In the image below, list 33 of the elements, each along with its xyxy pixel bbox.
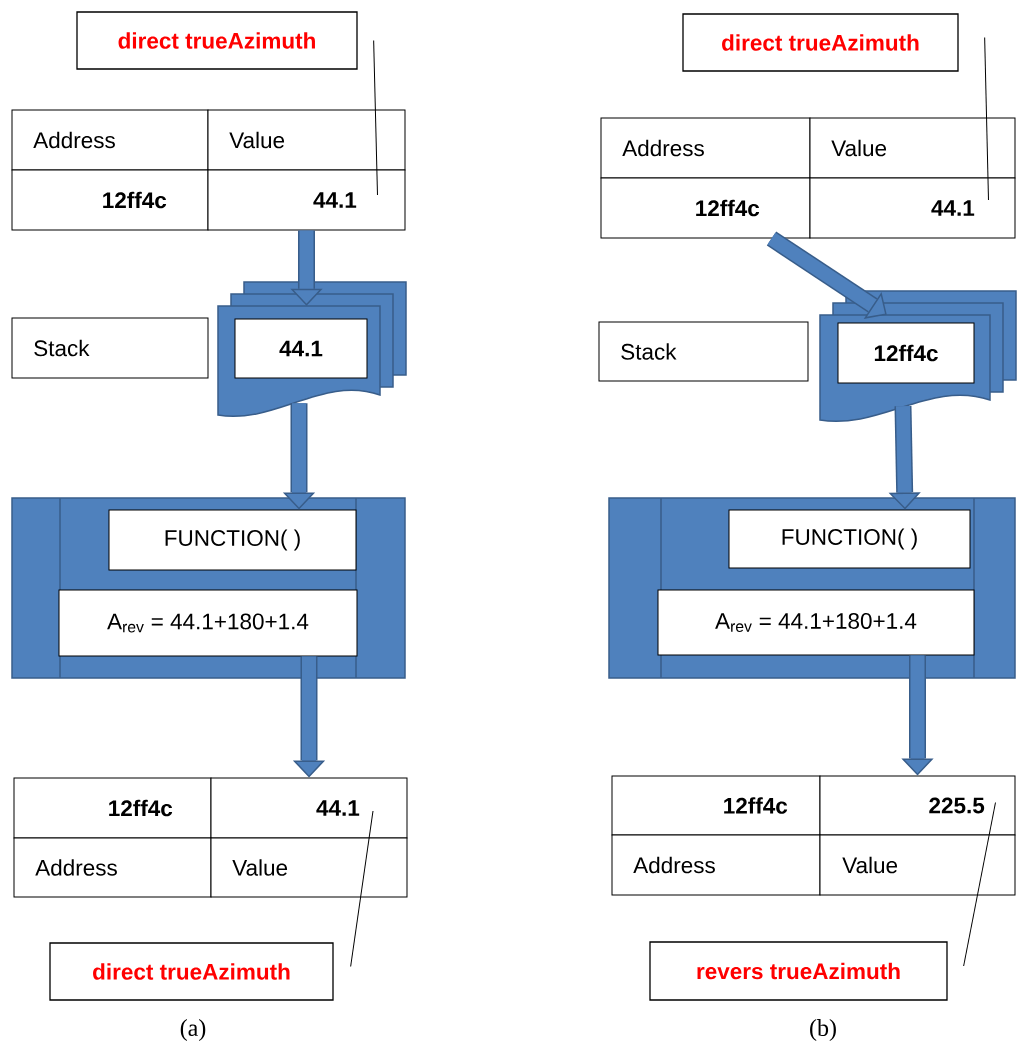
table-cell: Stack bbox=[11, 317, 209, 379]
table-cell: Value bbox=[207, 109, 406, 171]
leader-line bbox=[373, 40, 378, 196]
table-cell: 225.5 bbox=[819, 775, 1016, 836]
table-cell: Value bbox=[210, 837, 408, 898]
table-cell: 12ff4c bbox=[611, 775, 821, 836]
table-cell: Stack bbox=[598, 321, 809, 382]
table-cell: Address bbox=[600, 117, 811, 179]
table-cell: Address bbox=[611, 834, 821, 896]
table-cell: Address bbox=[13, 837, 212, 898]
block-arrow bbox=[766, 231, 887, 319]
table-cell: 12ff4c bbox=[837, 322, 975, 384]
label-box: direct trueAzimuth bbox=[682, 13, 959, 72]
table-cell: A$_{rev}$ = 44.1+180+1.4 bbox=[657, 589, 975, 656]
leader-line bbox=[984, 37, 989, 201]
table-cell: Value bbox=[819, 834, 1016, 896]
table-cell: FUNCTION( ) bbox=[108, 509, 357, 571]
table-cell: 44.1 bbox=[234, 318, 368, 379]
label-box: direct trueAzimuth bbox=[49, 942, 334, 1001]
table-cell: 44.1 bbox=[210, 777, 408, 839]
label-box: revers trueAzimuth bbox=[649, 941, 948, 1001]
table-cell: 44.1 bbox=[809, 177, 1016, 239]
label-box: direct trueAzimuth bbox=[76, 11, 358, 70]
leader-line bbox=[350, 810, 374, 967]
table-cell: A$_{rev}$ = 44.1+180+1.4 bbox=[58, 589, 358, 657]
table-cell: Value bbox=[809, 117, 1016, 179]
table-cell: 12ff4c bbox=[13, 777, 212, 839]
table-cell: 12ff4c bbox=[600, 177, 811, 239]
table-cell: 44.1 bbox=[207, 169, 406, 231]
table-cell: FUNCTION( ) bbox=[728, 509, 971, 569]
table-cell: Address bbox=[11, 109, 209, 171]
table-cell: 12ff4c bbox=[11, 169, 209, 231]
leader-line bbox=[963, 802, 996, 967]
